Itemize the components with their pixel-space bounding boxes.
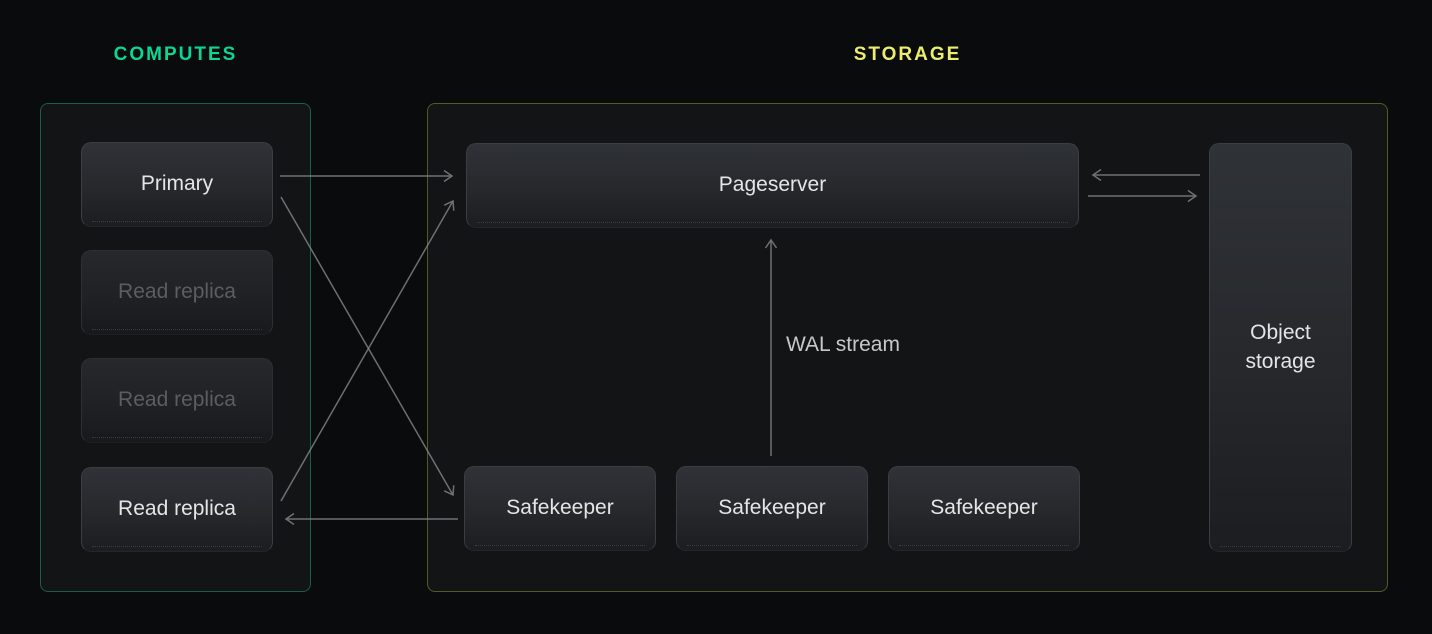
storage-node-object-storage: Object storage — [1209, 143, 1352, 552]
compute-node-primary: Primary — [81, 142, 273, 227]
storage-node-safekeeper-3: Safekeeper — [888, 466, 1080, 551]
compute-node-read-replica-3: Read replica — [81, 467, 273, 552]
storage-group-title: STORAGE — [853, 44, 962, 65]
computes-group-title: COMPUTES — [113, 44, 238, 65]
compute-node-read-replica-2: Read replica — [81, 358, 273, 443]
compute-node-read-replica-1: Read replica — [81, 250, 273, 335]
wal-stream-label: WAL stream — [786, 333, 900, 356]
storage-node-pageserver: Pageserver — [466, 143, 1079, 228]
storage-node-safekeeper-2: Safekeeper — [676, 466, 868, 551]
storage-node-safekeeper-1: Safekeeper — [464, 466, 656, 551]
